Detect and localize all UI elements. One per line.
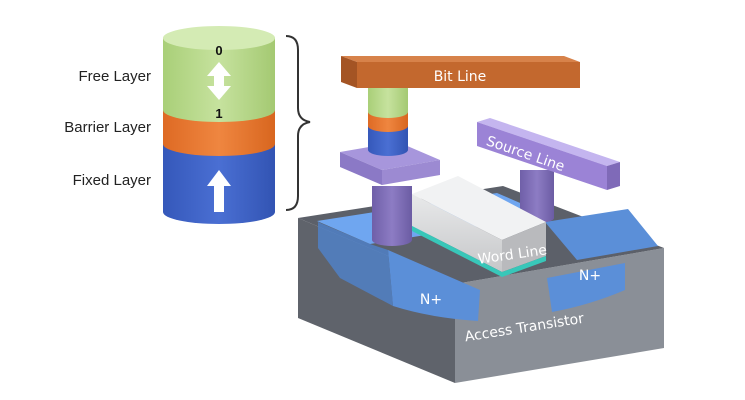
lower-pillar xyxy=(372,186,412,246)
n-plus-left-well xyxy=(388,250,480,321)
free-layer-top xyxy=(163,26,275,50)
contact-pad xyxy=(340,142,440,185)
barrier-layer-cylinder xyxy=(163,110,275,156)
bit-line xyxy=(341,56,580,88)
n-plus-left-label: N+ xyxy=(420,292,442,308)
cell-mtj-pillar xyxy=(368,82,408,156)
free-layer-label: Free Layer xyxy=(78,68,151,85)
state-one-label: 1 xyxy=(215,106,222,121)
double-arrow-icon xyxy=(207,62,231,100)
n-plus-right-well xyxy=(547,263,625,312)
up-arrow-icon xyxy=(207,170,231,212)
n-plus-right-label: N+ xyxy=(579,268,601,284)
barrier-layer-label: Barrier Layer xyxy=(64,119,151,136)
mtj-stack: 0 1 xyxy=(163,26,275,224)
curly-brace-icon xyxy=(285,35,311,211)
source-line xyxy=(477,118,620,190)
fixed-layer-label: Fixed Layer xyxy=(73,172,151,189)
word-line xyxy=(412,176,546,277)
source-line-pillar xyxy=(520,170,554,223)
state-zero-label: 0 xyxy=(215,43,222,58)
bit-line-label: Bit Line xyxy=(434,69,487,85)
